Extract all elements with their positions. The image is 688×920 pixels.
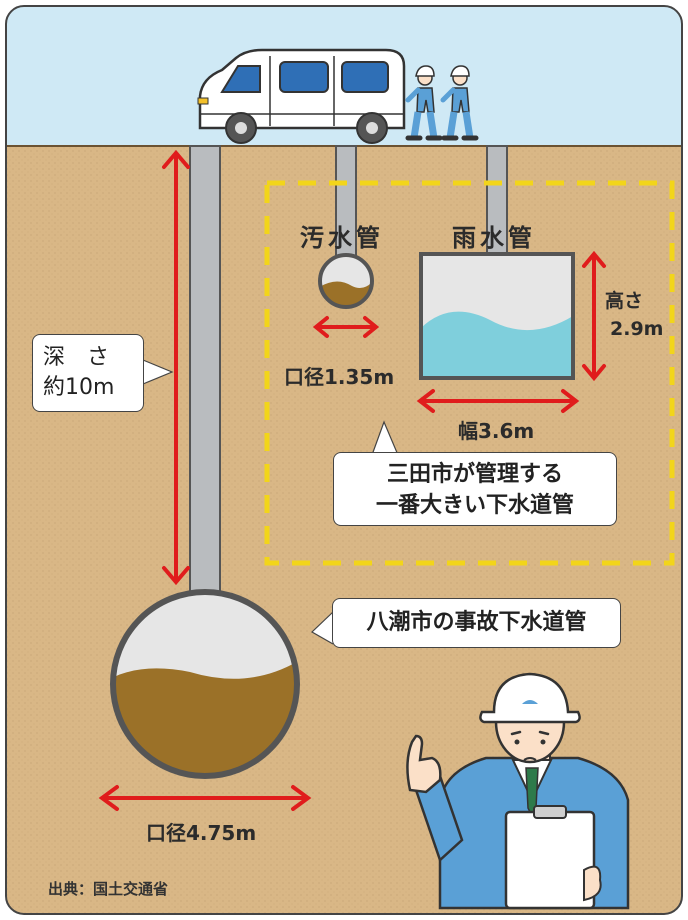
accident-callout-tail <box>311 611 334 645</box>
accident-pipe-callout: 八潮市の事故下水道管 <box>332 598 621 648</box>
sewage-pipe-cross-section <box>318 253 374 309</box>
walking-worker-icon <box>405 65 443 141</box>
walking-worker-icon <box>440 65 479 141</box>
rain-height-arrow <box>582 250 606 382</box>
city-pipe-callout: 三田市が管理する 一番大きい下水道管 <box>333 452 617 526</box>
depth-arrow <box>162 149 190 586</box>
depth-callout-line1: 深 さ <box>43 345 110 370</box>
rain-pipe-cross-section <box>419 252 575 380</box>
rain-pipe-height-label: 高さ <box>605 290 644 312</box>
accident-pipe-shaft <box>189 145 221 595</box>
sewage-pipe-title: 汚水管 <box>300 224 384 252</box>
rain-pipe-height-value: 2.9m <box>610 318 664 340</box>
depth-callout: 深 さ 約10m <box>32 334 144 412</box>
depth-callout-line2: 約10m <box>43 375 115 400</box>
accident-diameter-arrow <box>98 785 312 811</box>
source-credit: 出典：国土交通省 <box>48 880 169 898</box>
sewage-pipe-diameter: 口径1.35m <box>284 365 395 389</box>
city-pipes-dashed-box <box>264 180 675 566</box>
city-pipe-callout-line1: 三田市が管理する <box>386 462 563 487</box>
sewage-diameter-arrow <box>312 316 380 338</box>
clipboard-icon <box>504 805 602 910</box>
accident-pipe-diameter: 口径4.75m <box>146 821 257 845</box>
accident-pipe-cross-section <box>110 589 300 779</box>
frame-border <box>5 5 683 915</box>
rain-pipe-title: 雨水管 <box>452 224 536 252</box>
depth-callout-tail <box>142 359 174 385</box>
rain-pipe-width: 幅3.6m <box>458 419 535 443</box>
city-pipe-callout-line2: 一番大きい下水道管 <box>375 493 574 518</box>
accident-pipe-callout-text: 八潮市の事故下水道管 <box>366 610 587 635</box>
van-icon <box>197 48 406 144</box>
rain-width-arrow <box>416 389 580 413</box>
